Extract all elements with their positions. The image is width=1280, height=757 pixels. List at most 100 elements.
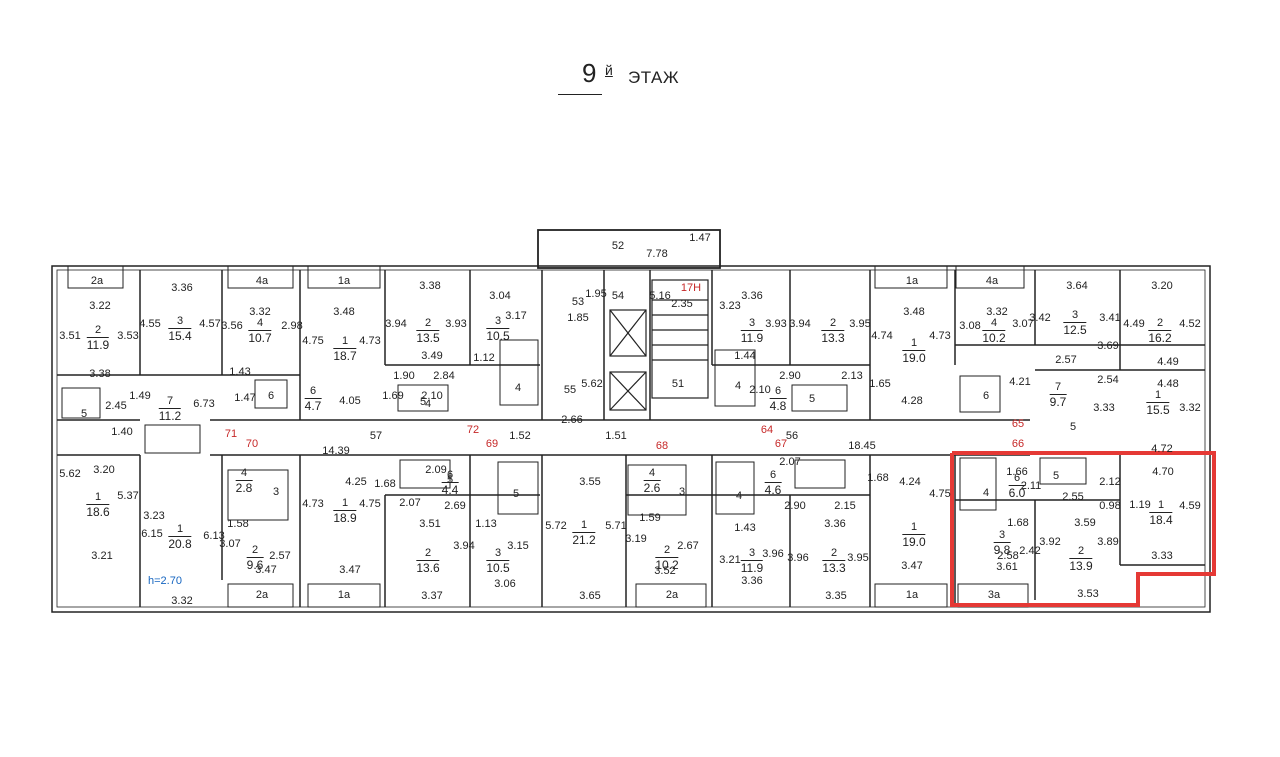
room-area: 20.8: [168, 536, 192, 551]
corridor-number: 68: [655, 440, 669, 452]
common-area-label: 56: [785, 430, 799, 442]
dimension-label: 6.15: [141, 528, 163, 540]
room-number: 4: [256, 317, 264, 329]
dimension-label: 3.23: [143, 510, 165, 522]
common-area-label: 2.35: [671, 298, 693, 310]
dimension-label: 3.32: [1179, 402, 1201, 414]
corridor-number: 65: [1011, 418, 1025, 430]
dimension-label: 4.57: [199, 318, 221, 330]
room-area: 10.5: [486, 560, 510, 575]
room-area: 10.2: [655, 557, 679, 572]
utility-room-number: 4: [424, 398, 432, 410]
dimension-label: 3.94: [453, 540, 475, 552]
dimension-label: 3.21: [719, 554, 741, 566]
dimension-label: 6.73: [193, 398, 215, 410]
room-number: 1: [176, 523, 184, 535]
utility-room-number: 5: [1052, 470, 1060, 482]
dimension-label: 2.07: [399, 497, 421, 509]
dimension-label: 1.68: [1007, 517, 1029, 529]
room-area: 10.7: [248, 330, 272, 345]
balcony-label: 1a: [905, 275, 919, 287]
room-number: 2: [829, 317, 837, 329]
room-number: 1: [1154, 389, 1162, 401]
dimension-label: 1.68: [374, 478, 396, 490]
utility-room-number: 6: [267, 390, 275, 402]
balcony-label: 3a: [987, 589, 1001, 601]
dimension-label: 1.13: [475, 518, 497, 530]
room-area: 16.2: [1148, 330, 1172, 345]
dimension-label: 3.33: [1151, 550, 1173, 562]
dimension-label: 5.37: [117, 490, 139, 502]
dimension-label: 3.49: [421, 350, 443, 362]
dimension-label: 4.70: [1152, 466, 1174, 478]
room-area: 15.5: [1146, 402, 1170, 417]
room-number: 2: [1077, 545, 1085, 557]
dimension-label: 1.59: [639, 512, 661, 524]
dimension-label: 2.90: [779, 370, 801, 382]
building-outline: [51, 229, 1211, 613]
dimension-label: 1.40: [111, 426, 133, 438]
room-area: 19.0: [902, 350, 926, 365]
dimension-label: 2.54: [1097, 374, 1119, 386]
room-number: 3: [494, 547, 502, 559]
dimension-label: 3.94: [385, 318, 407, 330]
room-number: 7: [166, 395, 174, 407]
dimension-label: 4.72: [1151, 443, 1173, 455]
common-area-label: 1.51: [605, 430, 627, 442]
dimension-label: 4.73: [302, 498, 324, 510]
dimension-label: 2.07: [779, 456, 801, 468]
room-area: 13.3: [822, 560, 846, 575]
dimension-label: 3.55: [579, 476, 601, 488]
corridor-number: 64: [760, 424, 774, 436]
common-area-label: 1.85: [567, 312, 589, 324]
common-area-label: 1.52: [509, 430, 531, 442]
dimension-label: 3.59: [1074, 517, 1096, 529]
dimension-label: 3.42: [1029, 312, 1051, 324]
utility-room-number: 5: [512, 488, 520, 500]
dimension-label: 1.49: [129, 390, 151, 402]
title-underline: [558, 94, 602, 95]
room-area: 15.4: [168, 328, 192, 343]
utility-room-number: 5: [446, 474, 454, 486]
dimension-label: 3.51: [59, 330, 81, 342]
room-area: 18.9: [333, 510, 357, 525]
dimension-label: 2.12: [1099, 476, 1121, 488]
dimension-label: 3.93: [765, 318, 787, 330]
room-area: 11.9: [86, 337, 110, 352]
dimension-label: 3.94: [789, 318, 811, 330]
dimension-label: 3.65: [579, 590, 601, 602]
utility-room-number: 4: [735, 490, 743, 502]
room-area: 18.4: [1149, 512, 1173, 527]
dimension-label: 3.93: [445, 318, 467, 330]
room-number: 6: [774, 385, 782, 397]
room-area: 11.9: [740, 330, 764, 345]
dimension-label: 3.92: [1039, 536, 1061, 548]
room-area: 11.9: [740, 560, 764, 575]
dimension-label: 2.69: [444, 500, 466, 512]
floor-suffix: й: [605, 62, 613, 78]
dimension-label: 4.75: [302, 335, 324, 347]
dimension-label: 4.73: [929, 330, 951, 342]
dimension-label: 3.64: [1066, 280, 1088, 292]
dimension-label: 1.43: [229, 366, 251, 378]
corridor-number: 67: [774, 438, 788, 450]
room-number: 1: [341, 335, 349, 347]
common-area-label: 5.62: [581, 378, 603, 390]
dimension-label: 3.48: [333, 306, 355, 318]
dimension-label: 3.36: [824, 518, 846, 530]
utility-room-number: 4: [982, 487, 990, 499]
dimension-label: 3.96: [762, 548, 784, 560]
common-area-label: 18.45: [848, 440, 876, 452]
dimension-label: 1.47: [234, 392, 256, 404]
dimension-label: 3.20: [1151, 280, 1173, 292]
common-area-label: 1.47: [689, 232, 711, 244]
dimension-label: 3.47: [901, 560, 923, 572]
dimension-label: 4.75: [929, 488, 951, 500]
room-area: 12.5: [1063, 322, 1087, 337]
dimension-label: 5.72: [545, 520, 567, 532]
dimension-label: 4.28: [901, 395, 923, 407]
dimension-label: 1.58: [227, 518, 249, 530]
dimension-label: 5.62: [59, 468, 81, 480]
dimension-label: 2.13: [841, 370, 863, 382]
